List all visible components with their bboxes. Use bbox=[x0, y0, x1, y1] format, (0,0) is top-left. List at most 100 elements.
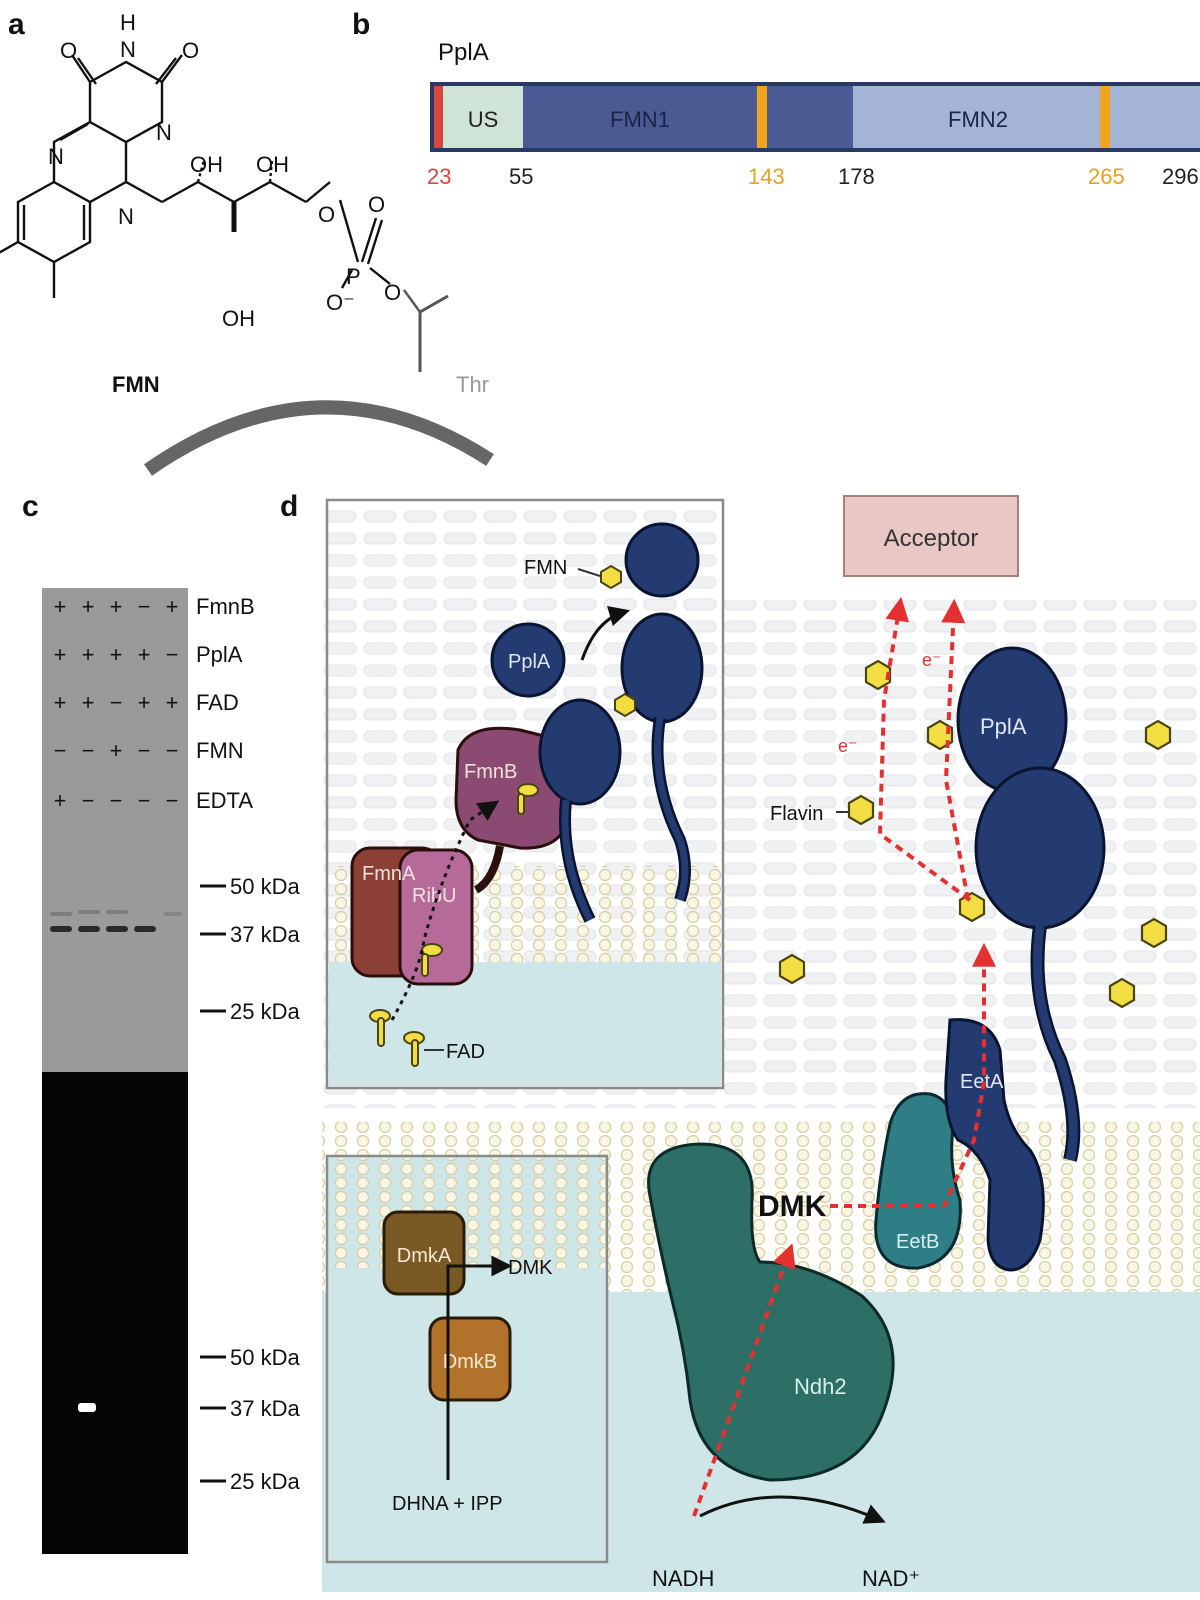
dmkA-protein bbox=[382, 1210, 466, 1296]
panel-label-d: d bbox=[280, 490, 298, 523]
gel-condition-sign: − bbox=[166, 788, 179, 813]
free-flavins bbox=[778, 659, 1172, 1009]
atom-n: N bbox=[120, 37, 136, 62]
domain-map: US FMN1 FMN2 bbox=[430, 82, 1200, 152]
atom-oh: OH bbox=[222, 306, 255, 331]
marker-25: 25 kDa bbox=[230, 999, 300, 1024]
acceptor-label: Acceptor bbox=[884, 525, 979, 552]
fad-label: FAD bbox=[446, 1041, 485, 1063]
domain-map-protein-name: PplA bbox=[438, 39, 489, 66]
position-296: 296 bbox=[1162, 164, 1199, 189]
ribU-label: RibU bbox=[412, 885, 456, 907]
fmn-structure bbox=[0, 54, 391, 298]
dmkA-label: DmkA bbox=[397, 1245, 452, 1267]
gel-condition-sign: + bbox=[166, 690, 179, 715]
gel-condition-signs: +++−+++++−++−++−−+−−+−−−− bbox=[54, 594, 179, 813]
gel-condition-label: FMN bbox=[196, 738, 244, 763]
dmk-synthesis-inset: DmkA DmkB DMK DHNA + IPP bbox=[325, 1154, 609, 1564]
panel-label-a: a bbox=[8, 8, 25, 41]
pplA-main-domain2 bbox=[974, 766, 1106, 930]
gel-condition-label: PplA bbox=[196, 642, 243, 667]
atom-o: O bbox=[318, 202, 335, 227]
acceptor-box bbox=[843, 495, 1019, 577]
nad-label: NAD⁺ bbox=[862, 1566, 920, 1591]
eetA-protein bbox=[944, 1018, 1045, 1272]
gel-condition-sign: − bbox=[110, 690, 123, 715]
atom-oh: OH bbox=[190, 152, 223, 177]
marker-50: 50 kDa bbox=[230, 1345, 300, 1370]
fmnB-label: FmnB bbox=[464, 761, 517, 783]
ribU-protein bbox=[398, 848, 474, 986]
fad-molecules bbox=[369, 783, 539, 1067]
pplA-inset-label: PplA bbox=[508, 651, 551, 673]
gel-condition-sign: + bbox=[110, 594, 123, 619]
panel-label-c: c bbox=[22, 490, 39, 523]
segment-fmn1 bbox=[523, 86, 853, 148]
fmn-label: FMN bbox=[524, 557, 567, 579]
marker-25: 25 kDa bbox=[230, 1469, 300, 1494]
gel-condition-sign: + bbox=[54, 690, 67, 715]
flavinylation-site bbox=[757, 86, 767, 148]
dmkB-label: DmkB bbox=[443, 1351, 497, 1373]
atom-p: P bbox=[346, 264, 361, 289]
flavin-label: Flavin bbox=[770, 803, 823, 825]
upper-markers: 50 kDa 37 kDa 25 kDa bbox=[200, 874, 300, 1024]
gel-condition-sign: + bbox=[138, 642, 151, 667]
segment-label-fmn2: FMN2 bbox=[948, 107, 1008, 132]
atom-o: O bbox=[182, 38, 199, 63]
electron-label: e⁻ bbox=[922, 650, 942, 670]
gel-condition-labels: FmnB PplA FAD FMN EDTA bbox=[196, 594, 255, 813]
marker-50: 50 kDa bbox=[230, 874, 300, 899]
atom-n: N bbox=[48, 144, 64, 169]
position-178: 178 bbox=[838, 164, 875, 189]
panel-d: d Acceptor FmnA RibU FmnB bbox=[280, 490, 1200, 1592]
gel-condition-sign: + bbox=[54, 594, 67, 619]
gel-condition-sign: − bbox=[110, 788, 123, 813]
dmkB-protein bbox=[428, 1316, 512, 1402]
flavinylation-site bbox=[1100, 86, 1110, 148]
gel-condition-label: EDTA bbox=[196, 788, 253, 813]
coomassie-gel bbox=[42, 588, 188, 1072]
gel-condition-sign: − bbox=[138, 788, 151, 813]
marker-37: 37 kDa bbox=[230, 922, 300, 947]
gel-condition-sign: − bbox=[166, 642, 179, 667]
fluorescence-gel bbox=[42, 1072, 188, 1554]
gel-condition-label: FmnB bbox=[196, 594, 255, 619]
gel-condition-sign: − bbox=[82, 738, 95, 763]
dmk-product-label: DMK bbox=[508, 1257, 553, 1279]
gel-condition-sign: + bbox=[82, 690, 95, 715]
atom-o-minus: O⁻ bbox=[326, 290, 355, 315]
nadh-label: NADH bbox=[652, 1566, 714, 1591]
ndh2-protein bbox=[647, 1142, 895, 1482]
fmn-label: FMN bbox=[112, 372, 160, 397]
eetB-protein bbox=[874, 1092, 962, 1270]
gel-bands bbox=[50, 910, 182, 1412]
position-265: 265 bbox=[1088, 164, 1125, 189]
panel-a: a bbox=[0, 8, 494, 476]
segment-fmn2 bbox=[853, 86, 1200, 148]
pplA-inset-domain bbox=[490, 622, 566, 698]
atom-oh: OH bbox=[256, 152, 289, 177]
gel-condition-label: FAD bbox=[196, 690, 239, 715]
position-143: 143 bbox=[748, 164, 785, 189]
gel-condition-sign: + bbox=[110, 642, 123, 667]
atom-o: O bbox=[368, 192, 385, 217]
segment-label-fmn1: FMN1 bbox=[610, 107, 670, 132]
gel-condition-sign: − bbox=[54, 738, 67, 763]
position-23: 23 bbox=[427, 164, 451, 189]
atom-h: H bbox=[120, 10, 136, 35]
gel-condition-sign: + bbox=[138, 690, 151, 715]
gel-condition-sign: − bbox=[138, 594, 151, 619]
panel-b: b PplA US FMN1 FMN2 23 55 143 178 265 29… bbox=[352, 8, 1200, 189]
protein-backbone bbox=[143, 400, 494, 476]
electron-label: e⁻ bbox=[838, 736, 858, 756]
gel-condition-sign: − bbox=[138, 738, 151, 763]
fmnA-label: FmnA bbox=[362, 863, 416, 885]
eetB-label: EetB bbox=[896, 1231, 939, 1253]
dhna-ipp-label: DHNA + IPP bbox=[392, 1493, 503, 1515]
thr-label: Thr bbox=[456, 372, 489, 397]
atom-n: N bbox=[118, 204, 134, 229]
flavinylation-inset: FmnA RibU FmnB PplA FMN bbox=[325, 498, 725, 1090]
lower-markers: 50 kDa 37 kDa 25 kDa bbox=[200, 1345, 300, 1494]
